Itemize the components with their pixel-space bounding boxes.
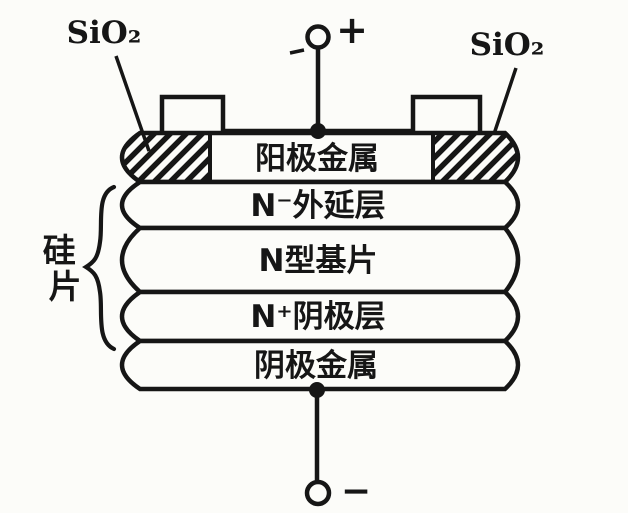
stray-print-mark [289,48,305,55]
layer-label-cathode-metal: 阴极金属 [254,348,378,384]
sio2-oxide-block-left [120,131,212,184]
layer-label-n-plus-cathode: N⁺阴极层 [250,299,385,335]
layer-label-n-minus-epitaxial: N⁻外延层 [250,188,385,224]
positive-terminal-sign: + [336,8,368,52]
cathode-terminal-circle [304,479,332,507]
layer-label-anode-metal: 阳极金属 [255,141,379,177]
anode-terminal-circle [305,24,331,50]
sio2-oxide-block-right [431,131,520,184]
sio2-right-leader-line [492,67,518,135]
silicon-wafer-label: 硅 片 [43,231,88,306]
sio2-left-leader-line [114,55,151,152]
layer-label-n-type-substrate: N型基片 [259,243,378,279]
negative-terminal-sign: − [341,471,371,512]
layer-stack [119,130,521,392]
anode-junction-dot [310,123,326,139]
cathode-junction-dot [309,382,325,398]
sio2-label-left: SiO₂ [67,15,142,51]
silicon-wafer-brace [82,184,117,352]
sio2-label-right: SiO₂ [470,27,545,63]
